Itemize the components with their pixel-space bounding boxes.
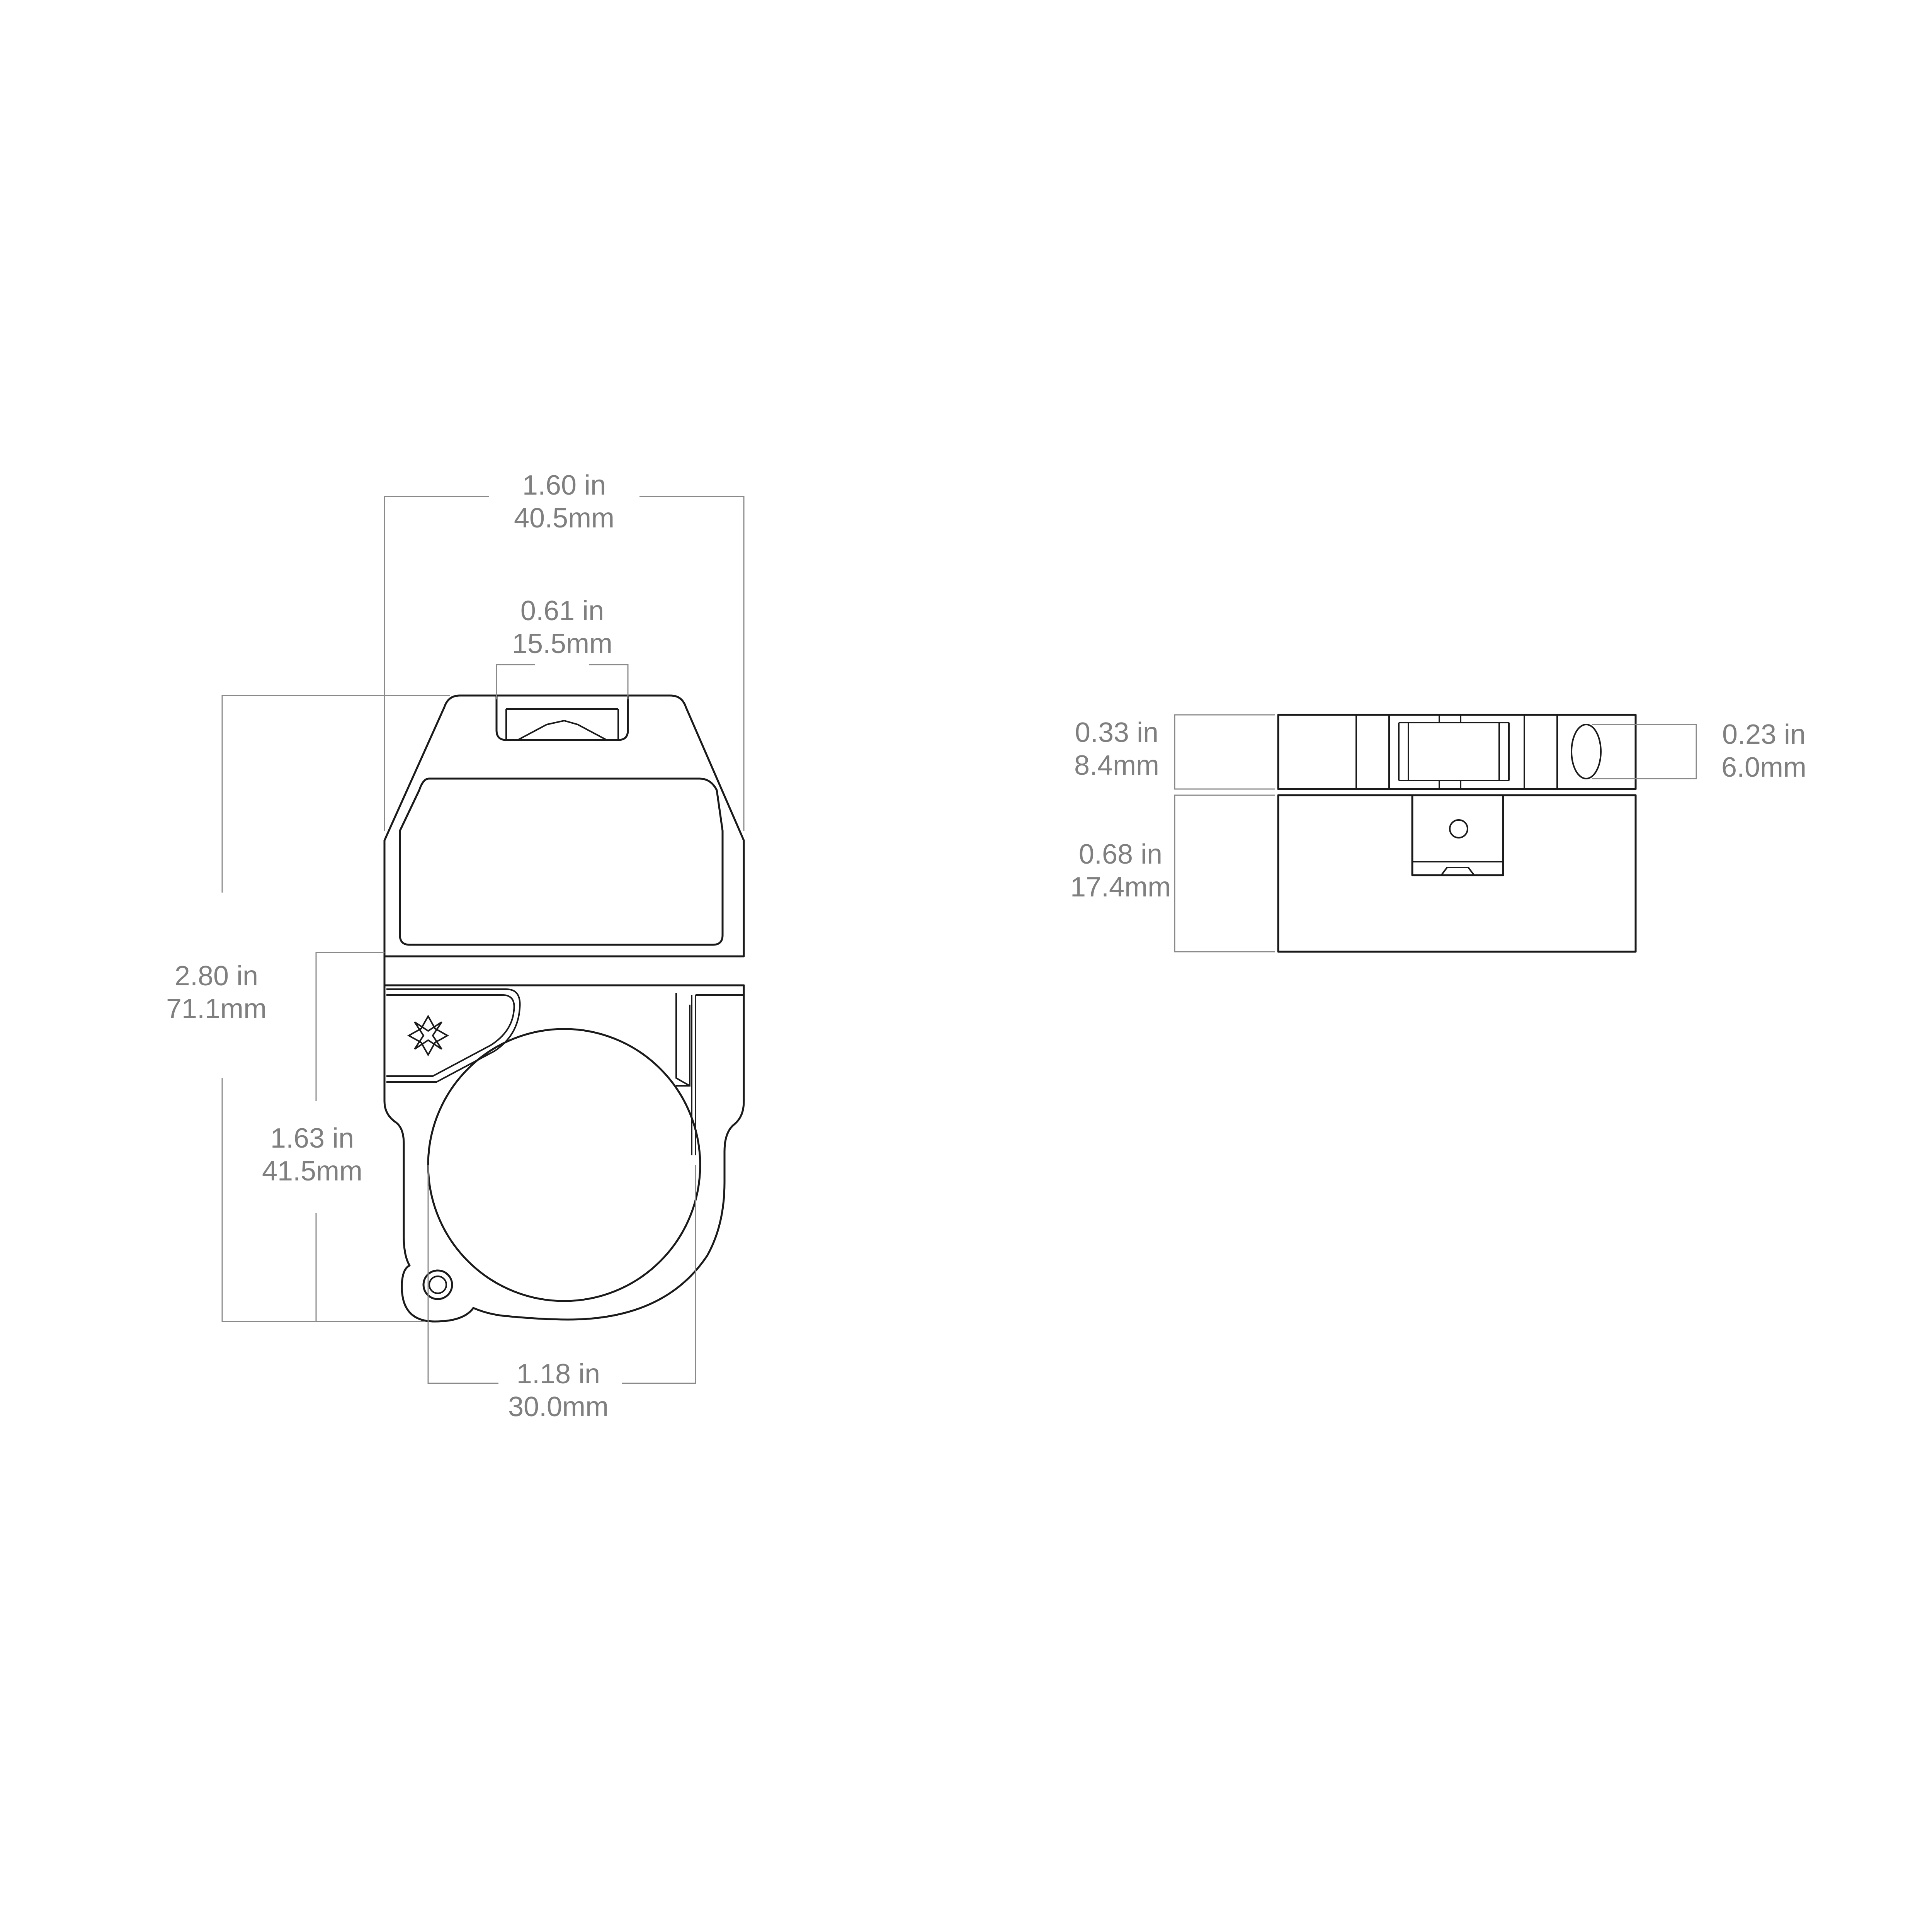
center-tab-details [1412, 861, 1503, 876]
dim-top-thickness: 0.33 in 8.4mm [1074, 714, 1275, 790]
upper-body-outline [383, 694, 745, 957]
dim-top-slot-width-mm: 15.5mm [512, 628, 612, 659]
dim-overall-height: 2.80 in 71.1mm [166, 695, 450, 1322]
pivot-bolt-outer [422, 1269, 453, 1300]
dim-top-slot-width-in: 0.61 in [520, 595, 604, 626]
dim-tube-diameter-mm: 30.0mm [508, 1391, 609, 1422]
pivot-bolt-inner [429, 1276, 447, 1294]
dim-overall-width-in: 1.60 in [522, 470, 606, 501]
top-plate [1277, 714, 1637, 790]
center-tab-screw [1449, 819, 1468, 838]
dim-overall-width-mm: 40.5mm [514, 503, 614, 534]
dim-pin-height: 0.23 in 6.0mm [1592, 719, 1806, 783]
dim-top-thickness-mm: 8.4mm [1074, 750, 1159, 781]
pin-hole [1571, 724, 1602, 779]
dim-base-height-mm: 17.4mm [1070, 872, 1171, 903]
front-view: 1.60 in 40.5mm 0.61 in 15.5mm 2.80 in 71… [166, 470, 745, 1422]
tube-bore [427, 1028, 701, 1302]
dim-top-thickness-in: 0.33 in [1075, 717, 1158, 748]
dim-pin-height-mm: 6.0mm [1721, 752, 1806, 783]
dim-tube-diameter: 1.18 in 30.0mm [427, 1165, 696, 1422]
base-block [1277, 794, 1637, 953]
top-slot-notch [505, 708, 619, 741]
ring-body-outline [383, 955, 745, 1323]
center-tab [1411, 794, 1504, 876]
dim-top-slot-width: 0.61 in 15.5mm [496, 595, 629, 699]
dim-ring-height: 1.63 in 41.5mm [262, 952, 384, 1321]
dim-pin-height-in: 0.23 in [1722, 719, 1806, 750]
clamp-gap [676, 994, 744, 1155]
dim-tube-diameter-in: 1.18 in [517, 1359, 600, 1389]
dim-base-height: 0.68 in 17.4mm [1070, 794, 1275, 952]
dim-ring-height-in: 1.63 in [270, 1123, 354, 1154]
top-slot-outline [495, 694, 629, 741]
dim-overall-width: 1.60 in 40.5mm [384, 470, 745, 831]
dim-base-height-in: 0.68 in [1079, 839, 1162, 870]
compass-star-icon [407, 1014, 449, 1057]
side-view: 0.33 in 8.4mm 0.23 in 6.0mm 0.68 in 17.4… [1070, 714, 1806, 953]
dim-overall-height-in: 2.80 in [175, 961, 258, 992]
top-plate-details [1355, 715, 1558, 789]
ledge-right [675, 993, 690, 1087]
dim-ring-height-mm: 41.5mm [262, 1156, 362, 1187]
dim-overall-height-mm: 71.1mm [166, 993, 267, 1024]
window-outline [399, 777, 724, 946]
inner-ledge [386, 988, 521, 1083]
